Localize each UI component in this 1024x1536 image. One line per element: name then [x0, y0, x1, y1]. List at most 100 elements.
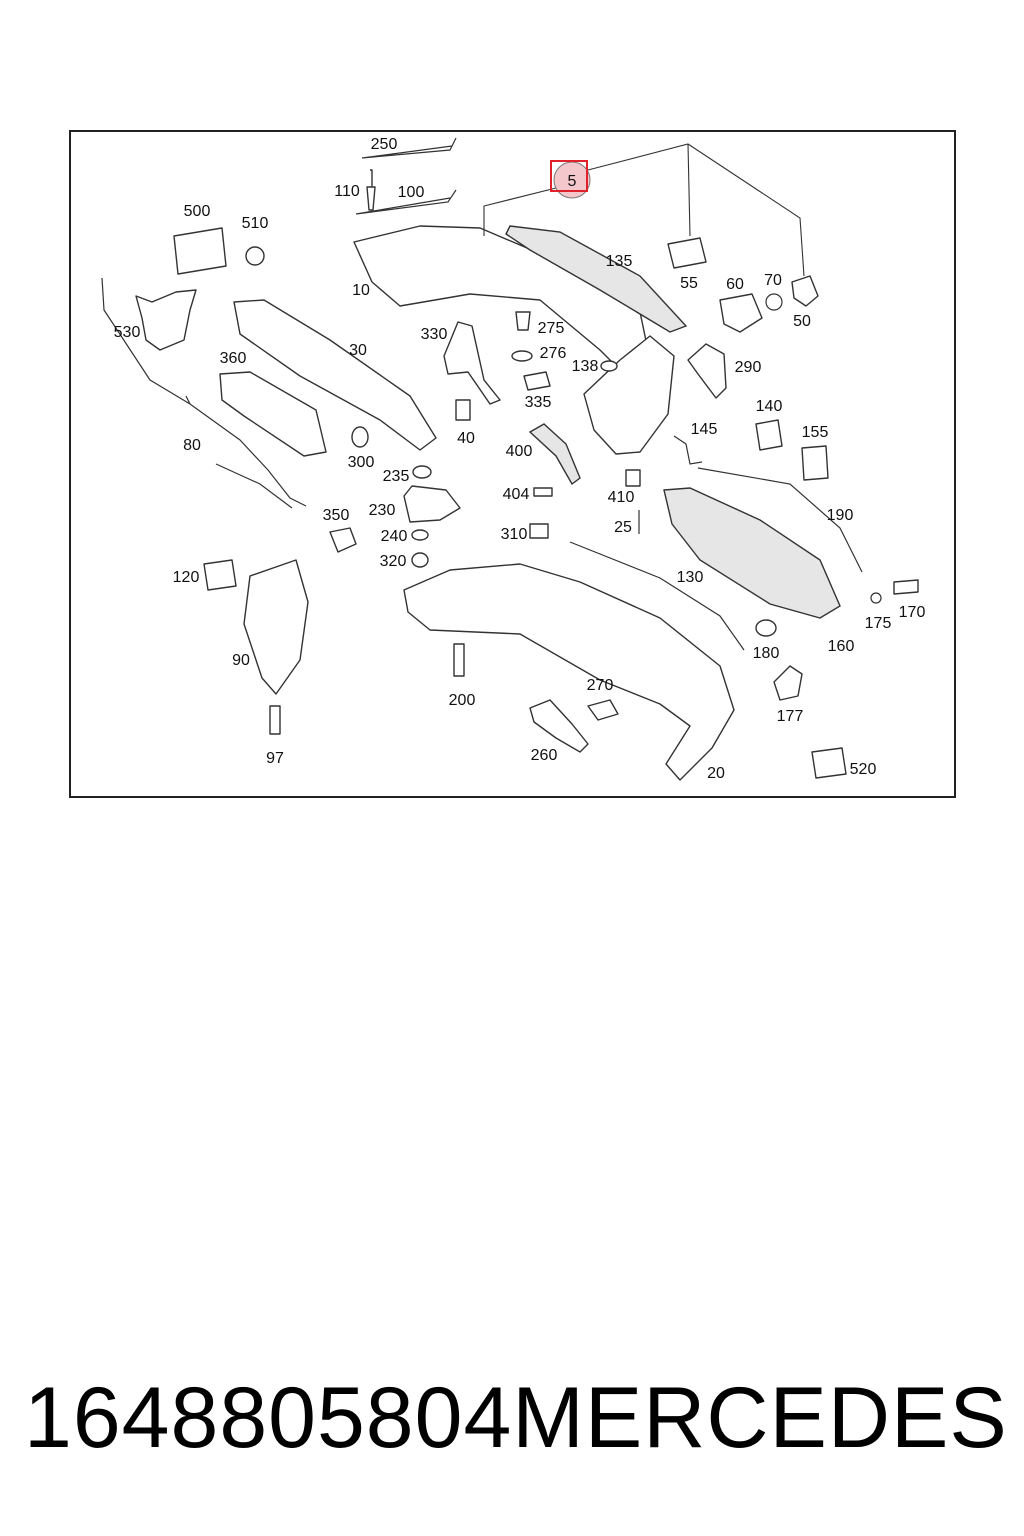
callout-50: 50 [793, 313, 811, 330]
part-400-moulding [528, 423, 581, 486]
part-155-block [801, 445, 829, 481]
part-145-wire [673, 435, 703, 465]
part-80-wiring-harness [101, 277, 307, 509]
callout-275: 275 [538, 320, 565, 337]
callout-530: 530 [114, 324, 141, 341]
callout-180: 180 [753, 645, 780, 662]
part-240-grommet [411, 529, 429, 541]
part-230-bracket [403, 485, 461, 523]
callout-290: 290 [735, 359, 762, 376]
callout-500: 500 [184, 203, 211, 220]
callout-360: 360 [220, 350, 247, 367]
callout-55: 55 [680, 275, 698, 292]
callout-410: 410 [608, 489, 635, 506]
callout-510: 510 [242, 215, 269, 232]
callout-276: 276 [540, 345, 567, 362]
part-350-clip [329, 527, 357, 553]
callout-30: 30 [349, 342, 367, 359]
callout-155: 155 [802, 424, 829, 441]
part-335-nut [523, 371, 551, 391]
part-190-edge-strip [697, 467, 863, 573]
callout-330: 330 [421, 326, 448, 343]
callout-120: 120 [173, 569, 200, 586]
part-170-bolt [893, 579, 919, 595]
part-410-screw [625, 469, 641, 487]
callout-240: 240 [381, 528, 408, 545]
callout-5: 5 [568, 173, 577, 190]
highlight-box [550, 160, 588, 192]
part-175-washer [870, 592, 882, 604]
part-110-clip [366, 169, 376, 211]
part-530-bracket [135, 289, 197, 351]
part-140-seal [755, 419, 783, 451]
part-520-block [811, 747, 847, 779]
part-60-sensor [719, 293, 763, 333]
part-40-plate [455, 399, 471, 421]
callout-230: 230 [369, 502, 396, 519]
callout-100: 100 [398, 184, 425, 201]
part-160-diffuser [663, 487, 841, 619]
callout-177: 177 [777, 708, 804, 725]
brand-name: MERCEDES [512, 1369, 1008, 1466]
part-100-trim [355, 189, 457, 215]
part-330-bracket [443, 321, 501, 405]
callout-25: 25 [614, 519, 632, 536]
callout-310: 310 [501, 526, 528, 543]
footer: 1648805804 MERCEDES [0, 1368, 1024, 1468]
callout-110: 110 [334, 183, 360, 200]
part-300-nut [351, 426, 369, 448]
callout-335: 335 [525, 394, 552, 411]
part-510-clip [245, 246, 265, 266]
part-138-grommet [600, 360, 618, 372]
part-276-washer [511, 350, 533, 362]
callout-97: 97 [266, 750, 284, 767]
part-200-bolt [453, 643, 465, 677]
part-180-nut [755, 619, 777, 637]
part-number: 1648805804 [24, 1369, 513, 1466]
part-97-bolt [269, 705, 281, 735]
part-55-cap [667, 237, 707, 269]
callout-20: 20 [707, 765, 725, 782]
callout-270: 270 [587, 677, 614, 694]
part-10-bumper-cover [353, 225, 651, 381]
part-70-ring [765, 293, 783, 311]
callout-5-leader-lines [483, 143, 805, 277]
callout-250: 250 [371, 136, 398, 153]
callout-170: 170 [899, 604, 926, 621]
part-360-absorber [219, 371, 327, 457]
part-500-module [173, 227, 227, 275]
callout-140: 140 [756, 398, 783, 415]
callout-260: 260 [531, 747, 558, 764]
part-260-bracket [529, 699, 589, 753]
part-50-holder [791, 275, 819, 307]
callout-404: 404 [503, 486, 530, 503]
part-275-bolt [515, 311, 531, 331]
part-90-bracket [243, 559, 309, 695]
callout-135: 135 [606, 253, 633, 270]
part-120-plate [203, 559, 237, 591]
callout-138: 138 [572, 358, 599, 375]
callout-60: 60 [726, 276, 744, 293]
callout-70: 70 [764, 272, 782, 289]
part-bumper-corner [583, 335, 675, 455]
part-290-trim [687, 343, 727, 399]
callout-235: 235 [383, 468, 410, 485]
callout-10: 10 [352, 282, 370, 299]
callout-160: 160 [828, 638, 855, 655]
callout-90: 90 [232, 652, 250, 669]
part-130-strip [569, 541, 745, 651]
callout-130: 130 [677, 569, 704, 586]
callout-320: 320 [380, 553, 407, 570]
callout-175: 175 [865, 615, 892, 632]
callout-40: 40 [457, 430, 475, 447]
part-20-lower-bumper [403, 563, 735, 781]
part-310-nut [529, 523, 549, 539]
part-235-grommet [412, 465, 432, 479]
callout-300: 300 [348, 454, 375, 471]
callout-200: 200 [449, 692, 476, 709]
part-320-nut [411, 552, 429, 568]
part-177-sensor [773, 665, 803, 701]
callout-520: 520 [850, 761, 877, 778]
part-135-protective-strip [505, 225, 688, 333]
